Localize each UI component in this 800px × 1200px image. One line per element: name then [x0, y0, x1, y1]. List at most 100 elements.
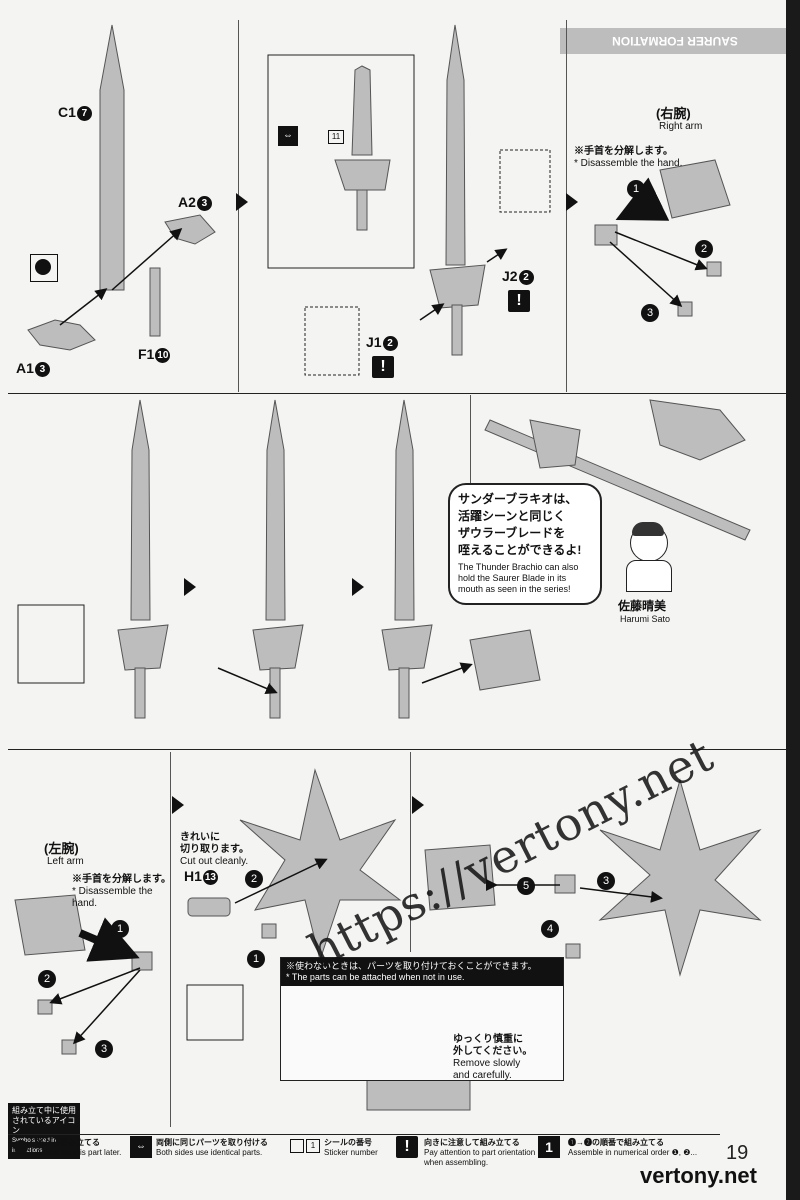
step-number-badge: 13 [202, 869, 218, 885]
notebox-en: * The parts can be attached when not in … [286, 972, 465, 982]
character-name-jp: 佐藤晴美 [618, 599, 667, 613]
bubble-en-line: mouth as seen in the series! [458, 584, 571, 594]
legend-en: Assemble this part later. [36, 1148, 122, 1157]
row-divider-1 [8, 393, 786, 394]
step-number-badge: 3 [196, 195, 212, 211]
sticker-number-icon: 1 [306, 1139, 320, 1153]
step-1-badge: 1 [247, 950, 265, 968]
left-arm-label-jp: (左腕) [44, 841, 79, 856]
step-2-badge: 2 [245, 870, 263, 888]
remove-en-line: Remove slowly [453, 1058, 521, 1069]
cut-note: きれいに 切り取ります。 Cut out cleanly. [180, 832, 249, 868]
watermark-small: vertony.net [640, 1163, 757, 1188]
step-number-badge: 7 [76, 105, 92, 121]
next-step-arrow-icon [352, 578, 364, 596]
step-4-badge: 4 [541, 920, 559, 938]
page-number: 19 [726, 1142, 749, 1164]
legend-jp: 両側に同じパーツを取り付ける [156, 1138, 268, 1147]
next-step-arrow-icon [172, 796, 184, 814]
next-step-arrow-icon [412, 796, 424, 814]
orientation-warning-icon: ! [396, 1136, 418, 1158]
numerical-order-icon: 1 [538, 1136, 564, 1162]
step-3-badge: 3 [95, 1040, 113, 1058]
row-divider-2 [8, 749, 786, 750]
cut-note-jp-line: きれいに [180, 832, 220, 843]
legend-title-jp-line: されているアイコン [12, 1116, 76, 1135]
assemble-later-icon [30, 254, 58, 282]
col-divider [170, 752, 171, 1127]
legend-jp: 向きに注意して組み立てる [424, 1138, 520, 1147]
col-divider [410, 752, 411, 952]
step-number-badge: 3 [34, 361, 50, 377]
part-id: J1 [366, 334, 382, 350]
legend-item-numerical-order: ❶→❷の順番で組み立てる Assemble in numerical order… [568, 1138, 697, 1158]
sticker-number-box: 11 [328, 130, 344, 144]
step-number-badge: 2 [518, 269, 534, 285]
bubble-en-text: The Thunder Brachio can also hold the Sa… [458, 562, 592, 595]
assemble-later-icon [10, 1136, 32, 1158]
step-3-badge: 3 [597, 872, 615, 890]
next-step-arrow-icon [236, 193, 248, 211]
remove-jp-line: 外してください。 [453, 1046, 533, 1057]
step-5-badge: 5 [517, 877, 535, 895]
note-en: * Disassemble the hand. [574, 158, 683, 169]
part-id: C1 [58, 104, 76, 120]
col-divider [470, 395, 471, 515]
cut-note-jp-line: 切り取ります。 [180, 844, 249, 855]
legend-title: 組み立て中に使用 されているアイコン Symbols used in instr… [8, 1103, 80, 1159]
note-jp: ※手首を分解します。 [72, 874, 171, 885]
bubble-en-line: The Thunder Brachio can also [458, 562, 579, 572]
note-jp: ※手首を分解します。 [574, 146, 673, 157]
legend-rule [8, 1134, 720, 1135]
bubble-jp-line: ザウラーブレードを [458, 526, 566, 540]
next-step-arrow-icon [184, 578, 196, 596]
page-edge-bar [786, 0, 800, 1200]
disassemble-note: ※手首を分解します。 * Disassemble the hand. [72, 874, 171, 910]
step-2-badge: 2 [38, 970, 56, 988]
step-number-badge: 10 [155, 347, 171, 363]
legend-en: Sticker number [324, 1148, 378, 1157]
part-id: H1 [184, 868, 202, 884]
step-3-badge: 3 [641, 304, 659, 322]
bubble-jp-line: 咥えることができるよ! [458, 543, 582, 557]
legend-en: Assemble in numerical order ❶, ❷... [568, 1148, 698, 1157]
legend-en2: when assembling. [424, 1158, 489, 1167]
legend-jp: シールの番号 [324, 1138, 372, 1147]
disassemble-note: ※手首を分解します。 * Disassemble the hand. [574, 146, 682, 170]
part-id: J2 [502, 268, 518, 284]
legend-title-en: Symbols used in instructions [12, 1138, 57, 1154]
legend-title-jp-line: 組み立て中に使用 [12, 1106, 76, 1115]
right-arm-label-jp: (右腕) [656, 106, 691, 121]
both-sides-icon: ⇔ [278, 126, 298, 146]
legend-item-both-sides: 両側に同じパーツを取り付ける Both sides use identical … [156, 1138, 268, 1158]
legend-en: Pay attention to part orientation [424, 1148, 536, 1157]
part-id: F1 [138, 346, 155, 362]
legend-jp: 後から組み立てる [36, 1138, 100, 1147]
right-arm-label-en: Right arm [659, 121, 703, 132]
both-sides-icon: ⇔ [130, 1136, 152, 1158]
bubble-jp-line: 活躍シーンと同じく [458, 509, 566, 523]
part-id: A2 [178, 194, 196, 210]
legend-item-sticker: シールの番号 Sticker number [324, 1138, 378, 1158]
remove-jp-line: ゆっくり慎重に [453, 1034, 523, 1045]
step-number-badge: 2 [382, 335, 398, 351]
character-portrait [622, 520, 674, 592]
legend-en: Both sides use identical parts. [156, 1148, 263, 1157]
sticker-icon [290, 1139, 304, 1153]
cut-note-en: Cut out cleanly. [180, 856, 249, 867]
remove-en-line: and carefully. [453, 1070, 512, 1081]
left-arm-label-en: Left arm [47, 856, 84, 867]
character-name-en: Harumi Sato [620, 614, 671, 624]
step-2-badge: 2 [695, 240, 713, 258]
next-step-arrow-icon [566, 193, 578, 211]
bubble-en-line: hold the Saurer Blade in its [458, 573, 567, 583]
step-1-badge: 1 [111, 920, 129, 938]
